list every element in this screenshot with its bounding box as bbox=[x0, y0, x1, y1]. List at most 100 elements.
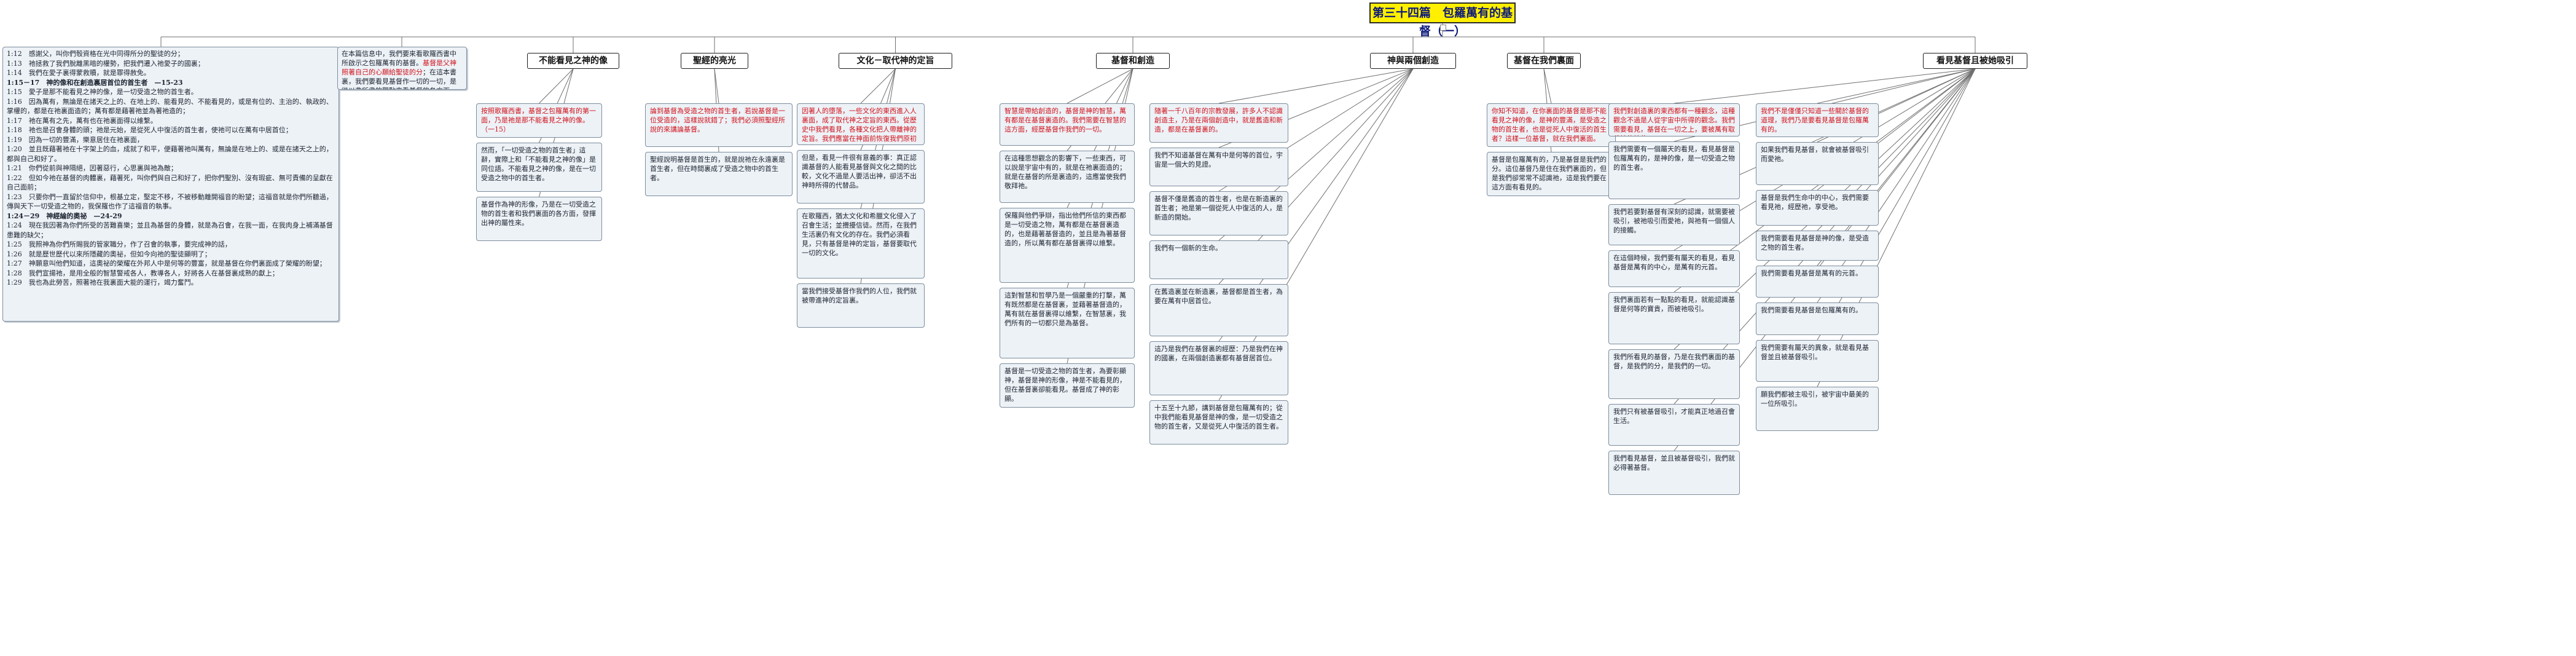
card-b7b-1[interactable]: 如果我們看見基督，就會被基督吸引而愛祂。 bbox=[1756, 142, 1879, 185]
verse-line: 1:29 我也為此勞苦，照著祂在我裏面大能的運行，竭力奮鬥。 bbox=[7, 278, 335, 288]
card-b4-0[interactable]: 智慧是帶給創造的，基督是神的智慧，萬有都是在基督裏造的。我們需要在智慧的這方面，… bbox=[1000, 103, 1135, 146]
branch-topic-b5[interactable]: 神與兩個創造 bbox=[1370, 53, 1456, 69]
verse-text: 1:12 感謝父，叫你們彀資格在光中同得所分的聖徒的分； bbox=[7, 50, 184, 58]
card-b4-3[interactable]: 這對智慧和哲學乃是一個嚴重的打擊，萬有既然都是在基督裏，並藉著基督造的，萬有就在… bbox=[1000, 288, 1135, 358]
card-b5-1[interactable]: 我們不知道基督在萬有中是何等的首位，宇宙是一個大的見證。 bbox=[1149, 148, 1288, 186]
card-b1-0[interactable]: 按照歌羅西書，基督之包羅萬有的第一面，乃是祂是那不能看見之神的像。（一15） bbox=[476, 103, 602, 138]
card-b2-0[interactable]: 論到基督為受造之物的首生者，若說基督是一位受造的，這樣說就錯了；我們必須照聖經所… bbox=[645, 103, 793, 147]
branch-topic-b7[interactable]: 看見基督且被她吸引 bbox=[1923, 53, 2027, 69]
verse-line: 1:25 我照神為你們所賜我的管家職分，作了召會的執事，要完成神的話， bbox=[7, 240, 335, 250]
verse-line: 1:26 就是歷世歷代以來所隱藏的奧祕，但如今向祂的聖徒顯明了； bbox=[7, 250, 335, 259]
card-b5-0[interactable]: 隨著一千八百年的宗教發展，許多人不認識創造主，乃是在兩個創造中，就是舊造和新造，… bbox=[1149, 103, 1288, 143]
card-b7-3[interactable]: 在這個時候，我們要有屬天的看見，看見基督是萬有的中心，是萬有的元首。 bbox=[1608, 250, 1740, 287]
link-card-b4-0 bbox=[1067, 68, 1133, 104]
card-text: 當我們接受基督作我們的人位，我們就被帶進神的定旨裏。 bbox=[802, 287, 917, 304]
card-b7b-5[interactable]: 我們需要看見基督是包羅萬有的。 bbox=[1756, 302, 1879, 335]
branch-topic-b2[interactable]: 聖經的亮光 bbox=[681, 53, 748, 69]
branch-topic-b6[interactable]: 基督在我們裏面 bbox=[1507, 53, 1581, 69]
verse-line: 1:22 但如今祂在基督的肉體裏，藉著死，叫你們與自己和好了，把你們聖別、沒有瑕… bbox=[7, 173, 335, 192]
verse-text: 1:15 愛子是那不能看見之神的像，是一切受造之物的首生者。 bbox=[7, 88, 198, 96]
card-b5-2[interactable]: 基督不僅是舊造的首生者，也是在新造裏的首生者；祂是第一個從死人中復活的人，是新造… bbox=[1149, 191, 1288, 235]
card-b4-1[interactable]: 在這種思想觀念的影響下，一些東西，可以說是宇宙中有的，就是在祂裏面造的；就是在基… bbox=[1000, 151, 1135, 203]
link-card-b7b-0 bbox=[1817, 68, 1976, 104]
card-b5-6[interactable]: 十五至十九節，講到基督是包羅萬有的；從中我們能看見基督是神的像，是一切受造之物的… bbox=[1149, 400, 1288, 445]
card-text: 願我們都被主吸引，被宇宙中最美的一位所吸引。 bbox=[1761, 390, 1869, 408]
card-b7-6[interactable]: 我們只有被基督吸引，才能真正地過召會生活。 bbox=[1608, 404, 1740, 446]
card-text: 但是，看見一件很有意義的事：真正認識基督的人能看見基督與文化之間的比較，文化不過… bbox=[802, 154, 917, 189]
card-b1-2[interactable]: 基督作為神的形像，乃是在一切受造之物的首生者和我們裏面的各方面，發揮出神的屬性來… bbox=[476, 197, 602, 241]
verse-line: 1:15 愛子是那不能看見之神的像，是一切受造之物的首生者。 bbox=[7, 87, 335, 97]
branch-title: 基督在我們裏面 bbox=[1514, 56, 1574, 66]
card-b3-1[interactable]: 但是，看見一件很有意義的事：真正認識基督的人能看見基督與文化之間的比較，文化不過… bbox=[797, 150, 925, 204]
verse-text: 1:16 因為萬有，無論是在諸天之上的、在地上的、能看見的、不能看見的，或是有位… bbox=[7, 97, 333, 116]
card-b5-3[interactable]: 我們有一個新的生命。 bbox=[1149, 240, 1288, 279]
card-b3-2[interactable]: 在歌羅西，猶太文化和希臘文化侵入了召會生活；並攪擾信徒。然而，在我們生活裏仍有文… bbox=[797, 208, 925, 279]
card-text: 在歌羅西，猶太文化和希臘文化侵入了召會生活；並攪擾信徒。然而，在我們生活裏仍有文… bbox=[802, 212, 917, 257]
card-text: 論到基督為受造之物的首生者，若說基督是一位受造的，這樣說就錯了；我們必須照聖經所… bbox=[650, 107, 785, 133]
verse-text: 1:20 並且既藉著祂在十字架上的血，成就了和平，便藉著祂叫萬有，無論是在地上的… bbox=[7, 145, 333, 163]
verse-line: 1:24－29 神經綸的奧祕 —24-29 bbox=[7, 211, 335, 221]
card-b7b-2[interactable]: 基督是我們生命中的中心，我們需要看見祂，經歷祂，享受祂。 bbox=[1756, 190, 1879, 226]
card-b6-1[interactable]: 基督是包羅萬有的，乃是基督是我們的分。這位基督乃是住在我們裏面的，但是我們卻常常… bbox=[1487, 152, 1616, 196]
card-text: 基督不僅是舊造的首生者，也是在新造裏的首生者；祂是第一個從死人中復活的人，是新造… bbox=[1154, 195, 1283, 221]
card-b1-1[interactable]: 然而，「一切受造之物的首生者」這辭，實際上和「不能看見之神的像」是同位語。不能看… bbox=[476, 143, 602, 192]
card-text: 我們需要看見基督是包羅萬有的。 bbox=[1761, 306, 1862, 314]
card-text: 我們需要看見基督是萬有的元首。 bbox=[1761, 269, 1862, 277]
verse-line: 1:21 你們從前與神隔絕，因著惡行，心思裏與祂為敵； bbox=[7, 164, 335, 173]
card-text: 基督是包羅萬有的，乃是基督是我們的分。這位基督乃是住在我們裏面的，但是我們卻常常… bbox=[1492, 156, 1607, 191]
card-text: 基督是一切受造之物的首生者，為要彰顯神，基督是神的形像，神是不能看見的，但在基督… bbox=[1004, 367, 1126, 403]
card-b7-7[interactable]: 我們看見基督，並且被基督吸引，我們就必得著基督。 bbox=[1608, 451, 1740, 495]
card-text: 因著人的墮落，一些文化的東西進入人裏面，成了取代神之定旨的東西。從歷史中我們看見… bbox=[802, 107, 917, 144]
branch-topic-b1[interactable]: 不能看見之神的像 bbox=[527, 53, 619, 69]
card-text: 基督作為神的形像，乃是在一切受造之物的首生者和我們裏面的各方面，發揮出神的屬性來… bbox=[481, 200, 596, 227]
verse-text: 1:15－17 神的像和在創造裏居首位的首生者 —15-23 bbox=[7, 78, 183, 87]
verse-line: 1:28 我們宣揚祂，是用全般的智慧警戒各人，教導各人，好將各人在基督裏成熟的獻… bbox=[7, 269, 335, 279]
intro-note: 在本篇信息中，我們要來看歌羅西書中所啟示之包羅萬有的基督。基督是父神照著自己的心… bbox=[337, 47, 467, 90]
verse-text: 1:23 只要你們一直留於信仰中，根基立定，堅定不移，不被移動離開福音的盼望；這… bbox=[7, 192, 333, 211]
card-b4-2[interactable]: 保羅與他們爭辯，指出他們所信的東西都是一切受造之物，萬有都是在基督裏造的，也是藉… bbox=[1000, 208, 1135, 283]
collapse-handle-root[interactable] bbox=[1440, 25, 1446, 31]
card-b5-4[interactable]: 在舊造裏並在新造裏，基督都是首生者，為要在萬有中居首位。 bbox=[1149, 284, 1288, 336]
verse-text: 1:24 現在我因著為你們所受的苦難喜樂；並且為基督的身體，就是為召會，在我一面… bbox=[7, 221, 333, 239]
verse-line: 1:13 祂拯救了我們脫離黑暗的權勢，把我們遷入祂愛子的國裏； bbox=[7, 59, 335, 69]
branch-title: 神與兩個創造 bbox=[1387, 56, 1439, 66]
card-b7-2[interactable]: 我們若要對基督有深刻的認識，就需要被吸引，被祂吸引而愛祂，與祂有一個個人的接觸。 bbox=[1608, 204, 1740, 245]
card-text: 我們需要有一個屬天的看見，看見基督是包羅萬有的，是神的像，是一切受造之物的首生者… bbox=[1613, 145, 1735, 172]
card-b3-0[interactable]: 因著人的墮落，一些文化的東西進入人裏面，成了取代神之定旨的東西。從歷史中我們看見… bbox=[797, 103, 925, 145]
link-card-b6-0 bbox=[1543, 68, 1552, 104]
card-b7-5[interactable]: 我們所看見的基督，乃是在我們裏面的基督，是我們的分，是我們的一切。 bbox=[1608, 349, 1740, 399]
card-b7-1[interactable]: 我們需要有一個屬天的看見，看見基督是包羅萬有的，是神的像，是一切受造之物的首生者… bbox=[1608, 141, 1740, 199]
card-text: 在這種思想觀念的影響下，一些東西，可以說是宇宙中有的，就是在祂裏面造的；就是在基… bbox=[1004, 154, 1126, 190]
card-text: 在舊造裏並在新造裏，基督都是首生者，為要在萬有中居首位。 bbox=[1154, 288, 1283, 305]
card-b7-4[interactable]: 我們裏面若有一點點的看見，就能認識基督是何等的寶貴，而被祂吸引。 bbox=[1608, 292, 1740, 344]
card-b7b-0[interactable]: 我們不是僅僅只知道一些關於基督的道理，我們乃是要看見基督是包羅萬有的。 bbox=[1756, 103, 1879, 137]
verse-text: 1:17 祂在萬有之先，萬有也在祂裏面得以維繫。 bbox=[7, 116, 157, 125]
link-card-b2-0 bbox=[714, 68, 719, 104]
card-b7b-3[interactable]: 我們需要看見基督是神的像，是受造之物的首生者。 bbox=[1756, 231, 1879, 261]
card-b6-0[interactable]: 你知不知道，在你裏面的基督是那不能看見之神的像，是神的豐滿，是受造之物的首生者，… bbox=[1487, 103, 1616, 147]
card-text: 基督是我們生命中的中心，我們需要看見祂，經歷祂，享受祂。 bbox=[1761, 194, 1869, 211]
verse-text: 1:18 祂也是召會身體的頭；祂是元始，是從死人中復活的首生者，使祂可以在萬有中… bbox=[7, 126, 292, 134]
branch-title: 看見基督且被她吸引 bbox=[1936, 56, 2014, 66]
link-card-b1-0 bbox=[539, 68, 574, 104]
root-topic[interactable]: 第三十四篇 包羅萬有的基督（一） bbox=[1369, 2, 1516, 38]
card-b4-4[interactable]: 基督是一切受造之物的首生者，為要彰顯神，基督是神的形像，神是不能看見的，但在基督… bbox=[1000, 363, 1135, 408]
branch-topic-b4[interactable]: 基督和創造 bbox=[1096, 53, 1170, 69]
card-b2-1[interactable]: 聖經說明基督是首生的，就是說祂在永遠裏是首生者，但在時間裏成了受造之物中的首生者… bbox=[645, 152, 793, 196]
verse-text: 1:28 我們宣揚祂，是用全般的智慧警戒各人，教導各人，好將各人在基督裏成熟的獻… bbox=[7, 269, 279, 277]
card-b5-5[interactable]: 這乃是我們在基督裏的經歷：乃是我們在神的國裏，在兩個創造裏都有基督居首位。 bbox=[1149, 341, 1288, 395]
card-b3-3[interactable]: 當我們接受基督作我們的人位，我們就被帶進神的定旨裏。 bbox=[797, 283, 925, 328]
verse-line: 1:27 神願意叫他們知道，這奧祕的榮耀在外邦人中是何等的豐富，就是基督在你們裏… bbox=[7, 259, 335, 269]
card-b7b-7[interactable]: 願我們都被主吸引，被宇宙中最美的一位所吸引。 bbox=[1756, 387, 1879, 431]
card-text: 智慧是帶給創造的，基督是神的智慧，萬有都是在基督裏造的。我們需要在智慧的這方面，… bbox=[1004, 107, 1126, 133]
card-b7b-6[interactable]: 我們需要有屬天的異象，就是看見基督並且被基督吸引。 bbox=[1756, 340, 1879, 382]
card-text: 我們需要看見基督是神的像，是受造之物的首生者。 bbox=[1761, 234, 1869, 251]
intro-text: 在本篇信息中，我們要來看歌羅西書中所啟示之包羅萬有的基督。 bbox=[342, 50, 456, 67]
card-b7b-4[interactable]: 我們需要看見基督是萬有的元首。 bbox=[1756, 266, 1879, 298]
link-card-b5-0 bbox=[1218, 68, 1414, 104]
branch-topic-b3[interactable]: 文化－取代神的定旨 bbox=[839, 53, 952, 69]
card-text: 保羅與他們爭辯，指出他們所信的東西都是一切受造之物，萬有都是在基督裏造的，也是藉… bbox=[1004, 211, 1126, 247]
card-text: 我們對創造裏的東西都有一種觀念，這種觀念不過是人從宇宙中所得的觀念。我們需要看見… bbox=[1613, 107, 1735, 136]
verse-text: 1:14 我們在愛子裏得蒙救贖，就是罪得赦免。 bbox=[7, 69, 151, 77]
card-b7-0[interactable]: 我們對創造裏的東西都有一種觀念，這種觀念不過是人從宇宙中所得的觀念。我們需要看見… bbox=[1608, 103, 1740, 136]
